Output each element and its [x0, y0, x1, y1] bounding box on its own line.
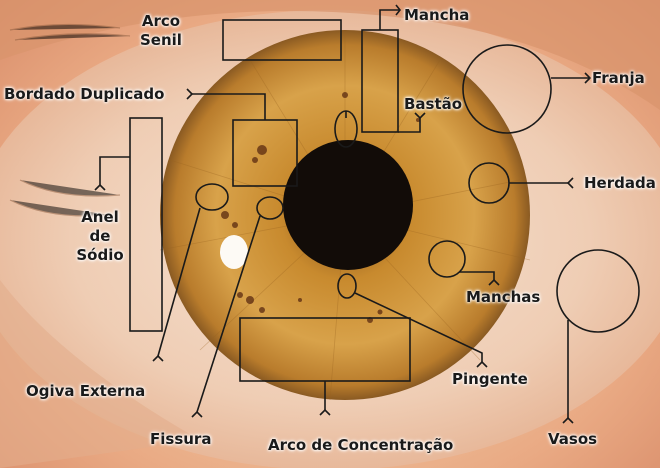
fork-marks: [94, 4, 592, 424]
ogiva-externa-pointer: [157, 207, 201, 357]
label-bastao: Bastão: [404, 95, 463, 113]
anel-de-sodio-pointer: [99, 156, 130, 185]
iris-spots: [221, 92, 420, 323]
label-herdada: Herdada: [584, 174, 656, 192]
mancha-pointer: [379, 9, 400, 30]
label-manchas: Manchas: [466, 288, 541, 306]
label-arco-senil-line2: Senil: [140, 31, 182, 49]
pingente-ellipse: [337, 273, 357, 299]
vasos-circle: [556, 249, 640, 333]
label-arco-de-concentracao: Arco de Concentração: [268, 436, 454, 454]
label-fissura: Fissura: [150, 430, 212, 448]
manchas-circle: [428, 240, 466, 278]
ogiva-externa-ellipse: [195, 183, 229, 211]
label-anel-de-sodio-line3: Sódio: [76, 246, 124, 264]
label-anel-de-sodio: Anel de Sódio: [70, 208, 130, 265]
light-reflection: [220, 235, 248, 269]
bastao-pointer: [398, 118, 421, 133]
upper-eyelid: [0, 0, 660, 110]
label-vasos: Vasos: [548, 430, 598, 448]
eyelash-lines: [9, 23, 131, 217]
label-mancha: Mancha: [404, 6, 470, 24]
fissura-pointer: [196, 215, 261, 413]
label-anel-de-sodio-line2: de: [89, 227, 111, 245]
pingente-pointer: [354, 292, 483, 362]
label-anel-de-sodio-line1: Anel: [81, 208, 119, 226]
manchas-pointer: [459, 271, 495, 280]
label-pingente: Pingente: [452, 370, 528, 388]
pupil: [283, 140, 413, 270]
arco-senil-box: [222, 19, 342, 61]
label-ogiva-externa: Ogiva Externa: [26, 382, 146, 400]
label-arco-senil-line1: Arco: [141, 12, 181, 30]
anel-de-sodio-box: [129, 117, 163, 332]
annotations: [99, 9, 640, 418]
label-arco-senil: Arco Senil: [140, 12, 182, 50]
fissura-ellipse: [256, 196, 284, 220]
label-bordado-duplicado: Bordado Duplicado: [4, 85, 165, 103]
bordado-duplicado-pointer: [192, 93, 266, 120]
franja-circle: [462, 44, 552, 134]
label-franja: Franja: [592, 69, 645, 87]
lower-eyelid: [0, 280, 200, 468]
